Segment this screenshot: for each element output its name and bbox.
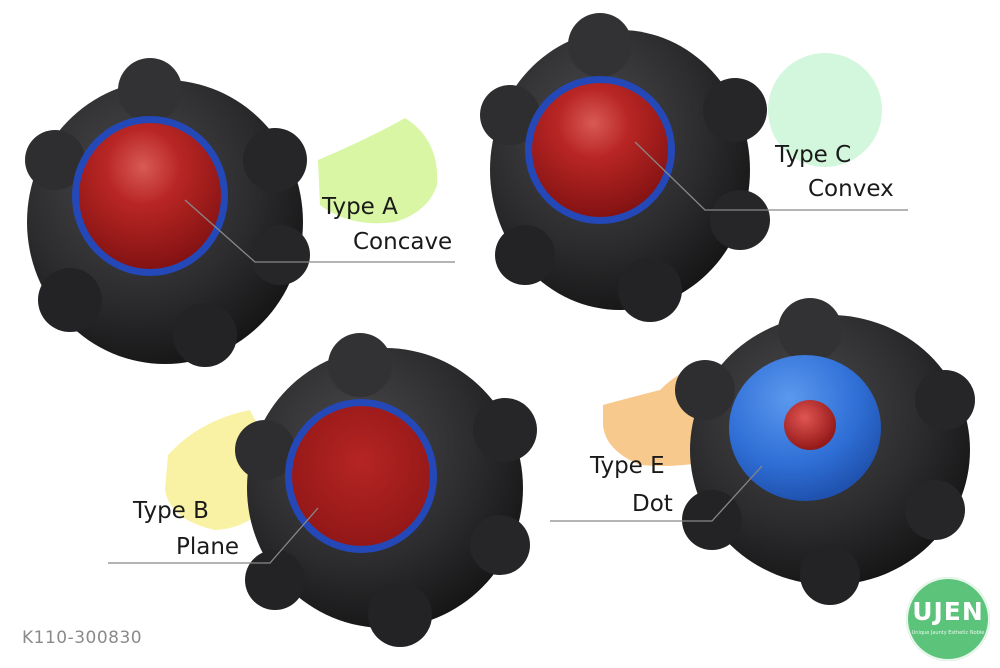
leader-line-type-a [184,199,455,263]
ujen-logo: UJEN Unique Jaunty Esthetic Noble [906,577,990,661]
knob-type-a [25,58,310,367]
label-plane: Plane [176,534,240,560]
knob-type-c [480,13,770,322]
label-type-c: Type C [775,142,852,168]
leader-lines [108,141,908,564]
knob-type-e [675,298,975,605]
label-type-a: Type A [322,194,398,220]
knob-type-b [235,333,537,647]
green-blob [318,118,438,224]
label-concave: Concave [353,229,453,255]
label-type-e: Type E [590,453,665,479]
leader-line-type-e [550,465,763,522]
mint-blob [768,53,882,167]
label-convex: Convex [808,176,894,202]
logo-tagline: Unique Jaunty Esthetic Noble [911,630,985,636]
label-dot: Dot [632,491,673,517]
product-code: K110-300830 [22,628,143,648]
leader-line-type-c [634,141,908,211]
leader-line-type-b [108,507,319,564]
label-type-b: Type B [133,498,209,524]
logo-name: UJEN [912,597,984,626]
